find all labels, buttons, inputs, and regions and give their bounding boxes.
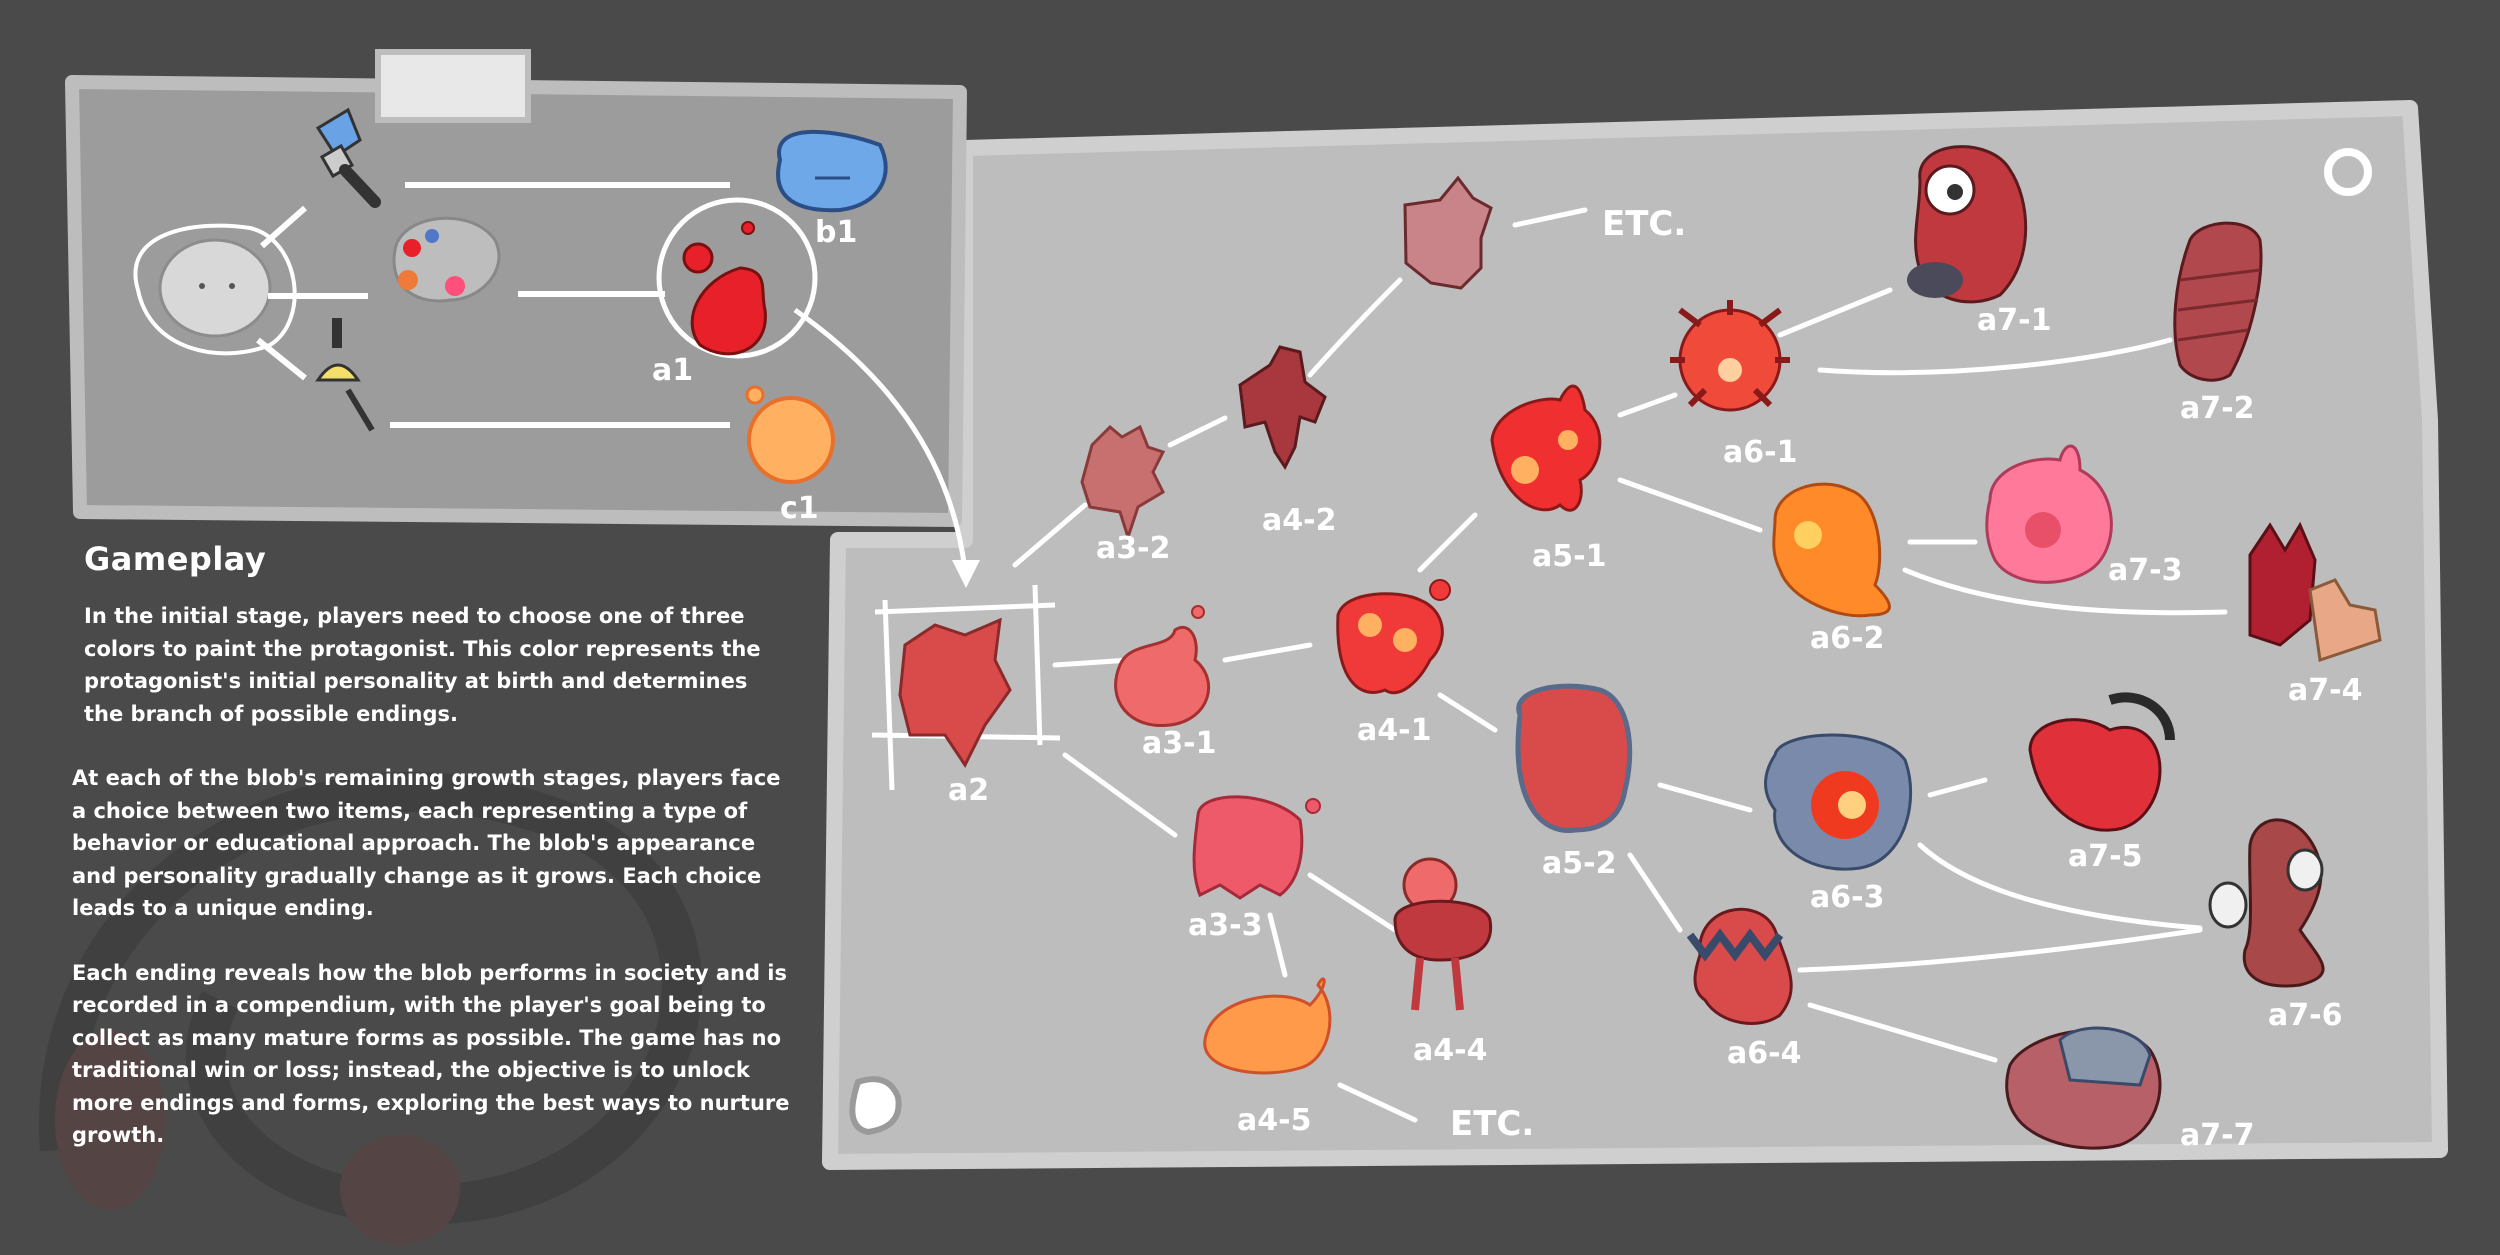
background-scribbles	[38, 771, 702, 1245]
node-a7-1	[1907, 145, 2028, 304]
label-a4-2: a4-2	[1262, 503, 1336, 538]
label-a7-4: a7-4	[2288, 673, 2362, 708]
label-a6-3: a6-3	[1810, 880, 1884, 915]
label-a4-4: a4-4	[1413, 1033, 1487, 1068]
tape	[375, 49, 531, 123]
node-a6-4	[1686, 907, 1793, 1025]
node-a6-3	[1764, 733, 1913, 871]
node-a7-5	[2028, 692, 2175, 832]
node-a6-2	[1772, 482, 1891, 618]
gameplay-paragraph-3: Each ending reveals how the blob perform…	[72, 960, 790, 1148]
blob-c1	[747, 396, 835, 484]
node-a7-2	[2173, 221, 2263, 382]
label-a2: a2	[948, 773, 989, 808]
arrow	[793, 307, 968, 571]
label-a7-1: a7-1	[1977, 303, 2051, 338]
label-a7-5: a7-5	[2068, 839, 2142, 874]
label-a6-4: a6-4	[1727, 1036, 1801, 1071]
base-blob	[158, 238, 272, 338]
label-a3-3: a3-3	[1188, 908, 1262, 943]
label-a1: a1	[652, 353, 693, 388]
start-diagram	[133, 107, 980, 588]
tree-connections	[1012, 207, 2228, 1123]
paintbrush-icon	[315, 107, 381, 208]
label-c1: c1	[780, 491, 819, 526]
label-a4-5: a4-5	[1237, 1103, 1311, 1138]
node-a4-1	[1336, 579, 1451, 695]
node-a4-2	[1238, 345, 1327, 470]
label-a4-1: a4-1	[1357, 713, 1431, 748]
gameplay-section: Gameplay In the initial stage, players n…	[72, 540, 792, 1152]
label-a3-2: a3-2	[1096, 531, 1170, 566]
label-a6-2: a6-2	[1810, 621, 1884, 656]
label-a3-1: a3-1	[1142, 726, 1216, 761]
label-a7-2: a7-2	[2180, 391, 2254, 426]
node-a7-3	[1985, 444, 2113, 584]
node-a3-2	[1080, 424, 1166, 542]
label-a7-3: a7-3	[2108, 553, 2182, 588]
node-a7-7	[2005, 1026, 2162, 1150]
node-a3-3	[1192, 795, 1321, 900]
pin-icon	[849, 1076, 902, 1136]
node-a7-4	[2248, 521, 2382, 662]
evolution-panel	[822, 100, 2448, 1170]
node-a3-1	[1114, 605, 1211, 728]
node-a5-1	[1490, 384, 1602, 512]
label-etc-top: ETC.	[1602, 204, 1686, 244]
node-a4-4	[1393, 857, 1493, 1011]
node-a7-6	[2208, 818, 2325, 988]
blob-a1	[690, 266, 767, 356]
label-a7-6: a7-6	[2268, 998, 2342, 1033]
label-a6-1: a6-1	[1723, 435, 1797, 470]
node-a6-1	[1670, 300, 1790, 412]
palette-icon	[392, 216, 501, 303]
pin-icon	[2324, 148, 2372, 196]
node-a5-2	[1515, 683, 1633, 833]
node-a2	[871, 584, 1061, 791]
label-b1: b1	[815, 215, 857, 250]
node-a4-5	[1203, 977, 1332, 1075]
label-etc-bottom: ETC.	[1450, 1104, 1534, 1144]
label-a5-2: a5-2	[1542, 846, 1616, 881]
lamp-icon	[315, 318, 375, 432]
label-a7-7: a7-7	[2180, 1118, 2254, 1153]
label-a5-1: a5-1	[1532, 539, 1606, 574]
node-etc-top	[1403, 175, 1493, 290]
blob-b1	[776, 129, 888, 213]
gameplay-paragraph-1: In the initial stage, players need to ch…	[84, 604, 761, 726]
gameplay-heading: Gameplay	[84, 540, 267, 578]
gameplay-paragraph-2: At each of the blob's remaining growth s…	[72, 766, 781, 920]
